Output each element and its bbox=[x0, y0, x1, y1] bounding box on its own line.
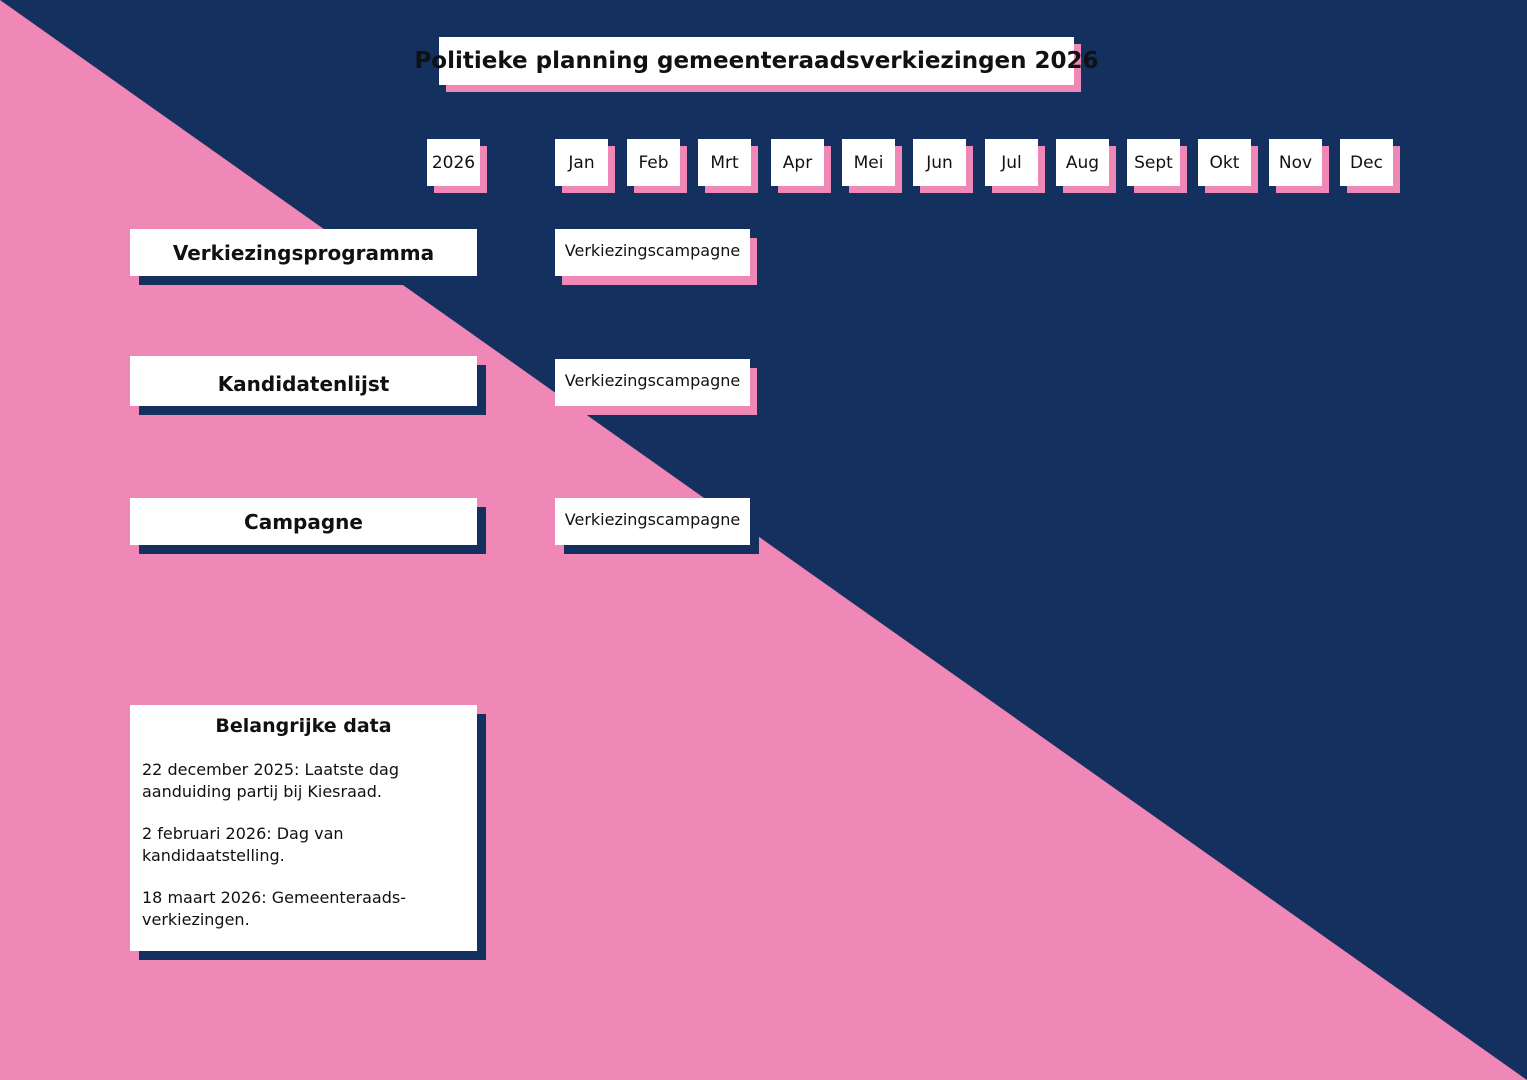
month-apr: Apr bbox=[771, 139, 824, 186]
month-jun: Jun bbox=[913, 139, 966, 186]
page-title: Politieke planning gemeenteraadsverkiezi… bbox=[414, 37, 1099, 85]
month-mrt: Mrt bbox=[698, 139, 751, 186]
month-aug: Aug bbox=[1056, 139, 1109, 186]
important-date-item: 2 februari 2026: Dag van kandidaatstelli… bbox=[142, 824, 344, 865]
row-label-verkiezingsprogramma: Verkiezingsprogramma bbox=[130, 229, 477, 276]
year-label: 2026 bbox=[427, 139, 480, 186]
month-sept: Sept bbox=[1127, 139, 1180, 186]
important-dates-panel: Belangrijke data 22 december 2025: Laats… bbox=[130, 705, 477, 951]
row-label-kandidatenlijst: Kandidatenlijst bbox=[130, 356, 477, 406]
important-dates-title: Belangrijke data bbox=[215, 715, 392, 737]
important-date-item: 22 december 2025: Laatste dag aanduiding… bbox=[142, 760, 399, 801]
month-jan: Jan bbox=[555, 139, 608, 186]
campaign-bar-verkiezingsprogramma: Verkiezingscampagne bbox=[555, 229, 750, 276]
important-date-item: 18 maart 2026: Gemeenteraads-verkiezinge… bbox=[142, 888, 406, 929]
campaign-bar-kandidatenlijst: Verkiezingscampagne bbox=[555, 359, 750, 406]
month-nov: Nov bbox=[1269, 139, 1322, 186]
row-label-campagne: Campagne bbox=[130, 498, 477, 545]
campaign-bar-campagne: Verkiezingscampagne bbox=[555, 498, 750, 545]
month-mei: Mei bbox=[842, 139, 895, 186]
month-dec: Dec bbox=[1340, 139, 1393, 186]
month-okt: Okt bbox=[1198, 139, 1251, 186]
month-jul: Jul bbox=[985, 139, 1038, 186]
month-feb: Feb bbox=[627, 139, 680, 186]
